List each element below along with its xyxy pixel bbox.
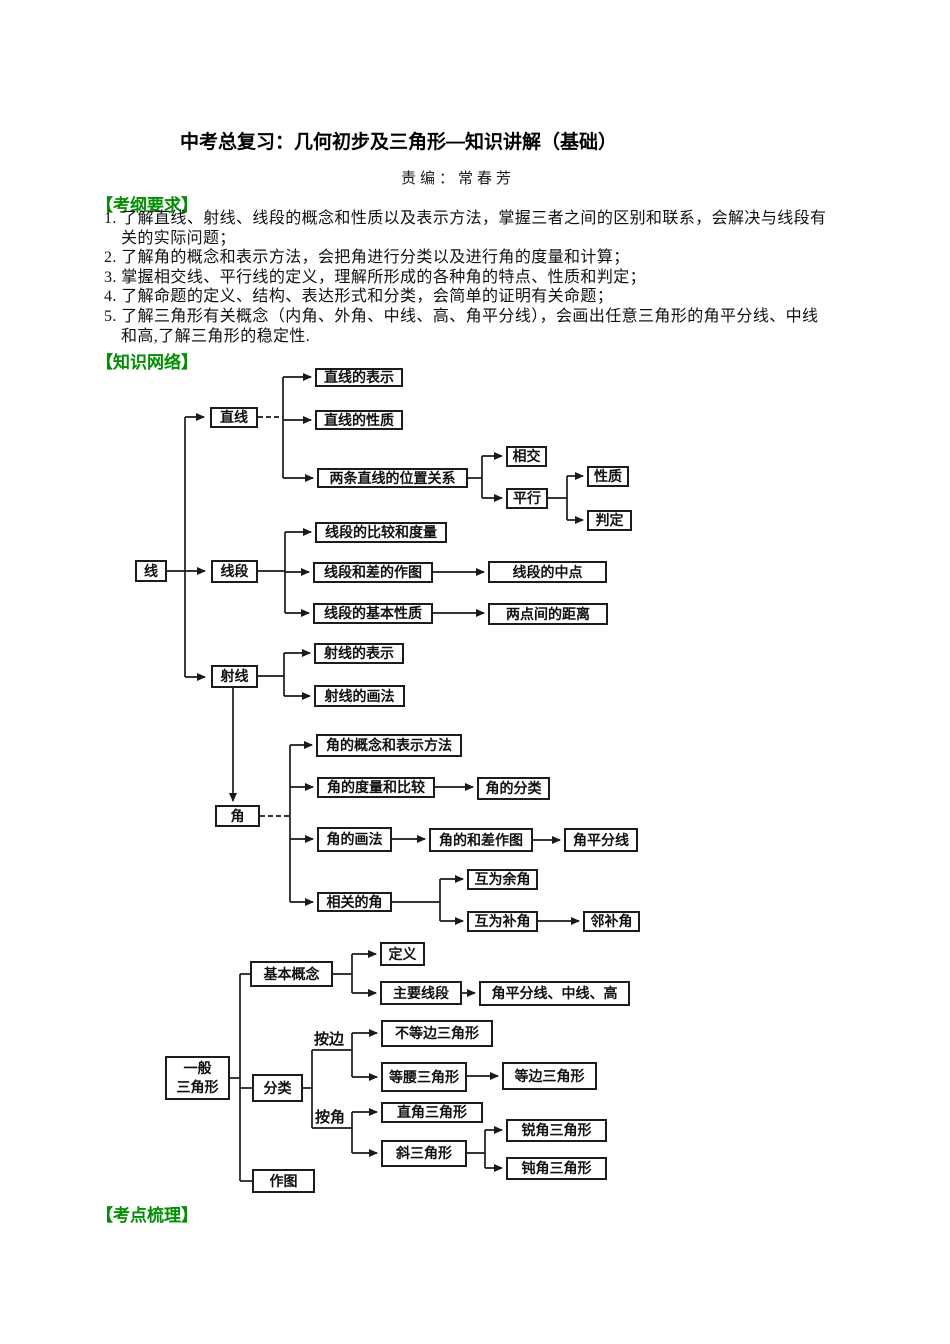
node-ray: 射线 <box>211 665 258 688</box>
node-acute-triangle: 锐角三角形 <box>506 1119 607 1142</box>
node-line-representation: 直线的表示 <box>315 368 403 387</box>
node-isosceles-triangle: 等腰三角形 <box>381 1062 467 1092</box>
node-angle-drawing: 角的画法 <box>317 827 392 852</box>
outline-item-4: 4. 了解命题的定义、结构、表达形式和分类，会简单的证明有关命题； <box>104 287 876 307</box>
outline-item-text: 了解角的概念和表示方法，会把角进行分类以及进行角的度量和计算； <box>121 249 630 267</box>
outline-item-2: 2. 了解角的概念和表示方法，会把角进行分类以及进行角的度量和计算； <box>104 248 876 268</box>
page-title: 中考总复习：几何初步及三角形—知识讲解（基础） <box>180 132 618 153</box>
node-right-triangle: 直角三角形 <box>381 1102 483 1123</box>
outline-item-number: 3. <box>104 268 117 286</box>
node-definition: 定义 <box>380 942 425 966</box>
node-classification: 分类 <box>252 1074 303 1102</box>
section-header-key-points: 【考点梳理】 <box>96 1206 198 1225</box>
outline-item-5: 5. 了解三角形有关概念（内角、外角、中线、高、角平分线），会画出任意三角形的角… <box>104 307 876 346</box>
node-angle-classification: 角的分类 <box>477 777 550 800</box>
node-complementary-angles: 互为余角 <box>467 869 538 890</box>
node-segment-midpoint: 线段的中点 <box>488 561 607 583</box>
node-adjacent-supplementary-angle: 邻补角 <box>583 911 640 932</box>
section-header-exam-outline: 【考纲要求】 <box>96 196 198 215</box>
node-angle-measure-compare: 角的度量和比较 <box>317 777 435 798</box>
node-distance-between-points: 两点间的距离 <box>488 603 608 625</box>
node-oblique-triangle: 斜三角形 <box>381 1140 467 1167</box>
node-two-lines-position-relation: 两条直线的位置关系 <box>317 468 468 488</box>
node-construction: 作图 <box>252 1169 315 1193</box>
node-scalene-triangle: 不等边三角形 <box>381 1020 493 1047</box>
outline-item-number: 4. <box>104 288 117 306</box>
outline-item-text: 了解三角形有关概念（内角、外角、中线、高、角平分线），会画出任意三角形的角平分线… <box>121 307 819 345</box>
label-by-side: 按边 <box>314 1031 345 1048</box>
label-by-angle: 按角 <box>315 1109 346 1126</box>
node-ray-drawing: 射线的画法 <box>314 685 405 707</box>
outline-item-text: 掌握相交线、平行线的定义，理解所形成的各种角的特点、性质和判定； <box>121 268 647 286</box>
section-header-knowledge-network: 【知识网络】 <box>96 353 198 372</box>
outline-item-number: 5. <box>104 307 117 325</box>
node-equilateral-triangle: 等边三角形 <box>502 1062 597 1090</box>
outline-item-number: 2. <box>104 249 117 267</box>
outline-item-number: 1. <box>104 210 117 227</box>
node-obtuse-triangle: 钝角三角形 <box>506 1157 607 1180</box>
node-supplementary-angles: 互为补角 <box>467 911 538 932</box>
node-segment-compare-measure: 线段的比较和度量 <box>315 522 447 543</box>
node-bisector-median-altitude: 角平分线、中线、高 <box>479 981 630 1006</box>
node-basic-concepts: 基本概念 <box>250 961 333 987</box>
node-general-triangle: 一般 三角形 <box>165 1056 230 1100</box>
node-related-angles: 相关的角 <box>317 892 392 912</box>
node-segment-sum-diff-construction: 线段和差的作图 <box>313 562 433 583</box>
node-segment: 线段 <box>211 560 258 583</box>
node-angle-bisector: 角平分线 <box>564 828 638 852</box>
node-parallel-properties: 性质 <box>587 466 629 487</box>
outline-item-3: 3. 掌握相交线、平行线的定义，理解所形成的各种角的特点、性质和判定； <box>104 268 876 288</box>
byline: 责编：常春芳 <box>401 171 516 187</box>
node-straight-line: 直线 <box>210 407 258 428</box>
node-line: 线 <box>135 560 167 582</box>
node-line-properties: 直线的性质 <box>315 410 403 430</box>
node-main-segments: 主要线段 <box>380 981 462 1005</box>
outline-item-1: 1. 了解直线、射线、线段的概念和性质以及表示方法，掌握三者之间的区别和联系，会… <box>104 209 876 248</box>
node-angle: 角 <box>215 805 260 827</box>
outline-item-text: 了解命题的定义、结构、表达形式和分类，会简单的证明有关命题； <box>121 288 614 306</box>
node-ray-representation: 射线的表示 <box>314 643 404 664</box>
node-parallel: 平行 <box>506 488 548 509</box>
exam-outline-list: 1. 了解直线、射线、线段的概念和性质以及表示方法，掌握三者之间的区别和联系，会… <box>104 209 876 346</box>
node-angle-concept: 角的概念和表示方法 <box>316 734 462 757</box>
node-segment-basic-property: 线段的基本性质 <box>313 603 433 624</box>
node-intersecting: 相交 <box>506 446 547 467</box>
node-angle-sum-diff-construction: 角的和差作图 <box>429 828 533 852</box>
outline-item-text: 了解直线、射线、线段的概念和性质以及表示方法，掌握三者之间的区别和联系，会解决与… <box>121 210 827 247</box>
node-parallel-criteria: 判定 <box>587 510 632 531</box>
